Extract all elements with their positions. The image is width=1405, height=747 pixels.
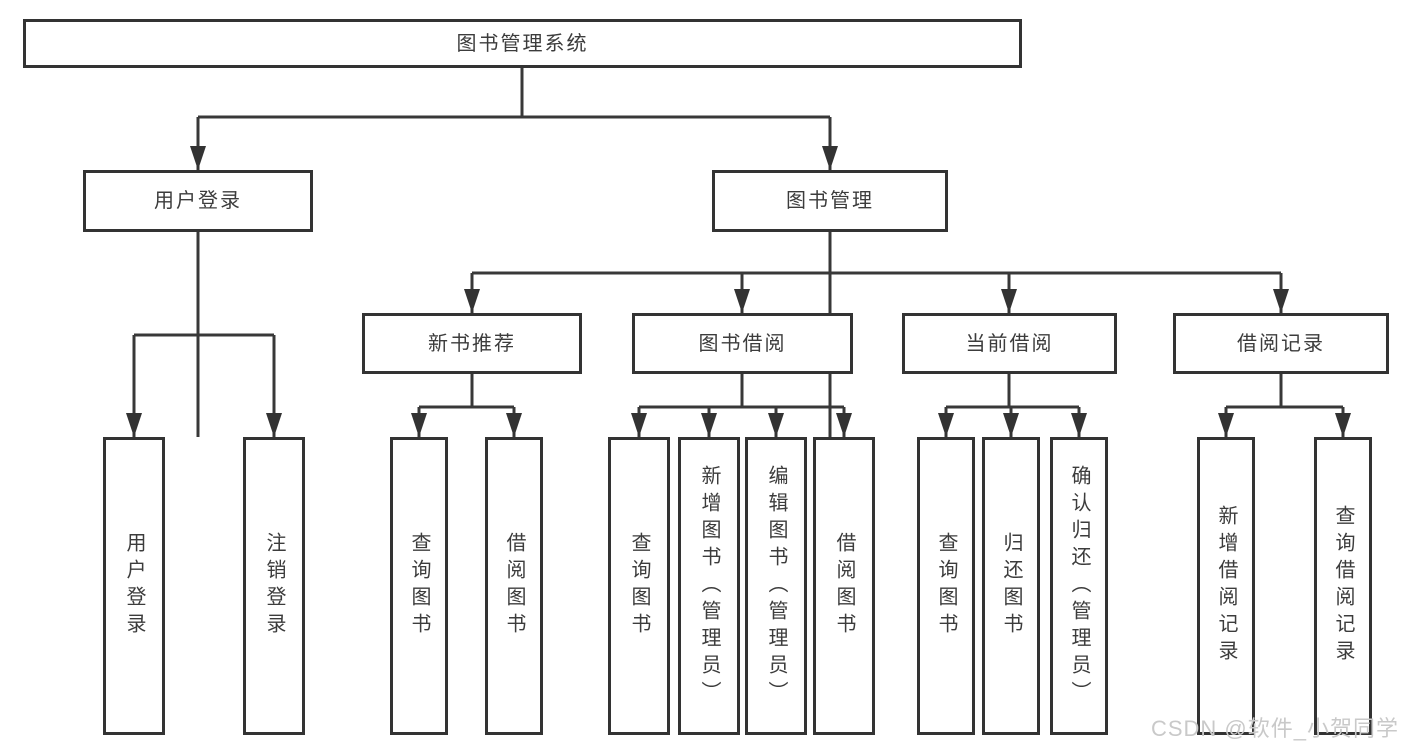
leaf-query-book-current: 查询图书 [917,437,975,735]
leaf-borrow-book-recommend: 借阅图书 [485,437,543,735]
leaf-borrow-book: 借阅图书 [813,437,875,735]
connector-root-drops [196,117,832,170]
leaf-query-book-recommend: 查询图书 [390,437,448,735]
leaf-query-borrow-record: 查询借阅记录 [1314,437,1372,735]
arrowhead [1001,289,1017,313]
leaf-query-book-borrow: 查询图书 [608,437,670,735]
connector-root-to-level2 [196,68,832,437]
arrowhead [822,146,838,170]
arrowhead [1071,413,1087,437]
arrowhead [768,413,784,437]
arrowhead [1218,413,1234,437]
node-new-book-recommend: 新书推荐 [362,313,582,374]
arrowhead [701,413,717,437]
connector-bookmgmt-to-level3 [470,232,1283,313]
leaf-return-book: 归还图书 [982,437,1040,735]
arrowhead [190,146,206,170]
node-root: 图书管理系统 [23,19,1022,68]
leaf-add-book-admin: 新增图书（管理员） [678,437,740,735]
arrowhead [266,413,282,437]
arrowhead [836,413,852,437]
node-borrow-record: 借阅记录 [1173,313,1389,374]
leaf-user-login: 用户登录 [103,437,165,735]
arrowhead [506,413,522,437]
arrowhead [1335,413,1351,437]
node-book-management: 图书管理 [712,170,948,232]
arrowhead [938,413,954,437]
arrowhead [734,289,750,313]
connector-newbook-to-leaves [417,374,516,437]
node-current-borrow: 当前借阅 [902,313,1117,374]
node-user-login: 用户登录 [83,170,313,232]
arrowhead [411,413,427,437]
watermark: CSDN @软件_小贺同学 [1150,716,1399,741]
arrowhead [1003,413,1019,437]
arrowhead [464,289,480,313]
arrowhead [126,413,142,437]
leaf-logout-login: 注销登录 [243,437,305,735]
arrowhead [631,413,647,437]
leaf-edit-book-admin: 编辑图书（管理员） [745,437,807,735]
leaf-add-borrow-record: 新增借阅记录 [1197,437,1255,735]
node-book-borrow: 图书借阅 [632,313,853,374]
arrowhead [1273,289,1289,313]
leaf-confirm-return-admin: 确认归还（管理员） [1050,437,1108,735]
connector-borrowrecord-to-leaves [1224,374,1345,437]
connector-userlogin-to-leaves [132,232,276,437]
connector-bookborrow-to-leaves [637,374,846,437]
